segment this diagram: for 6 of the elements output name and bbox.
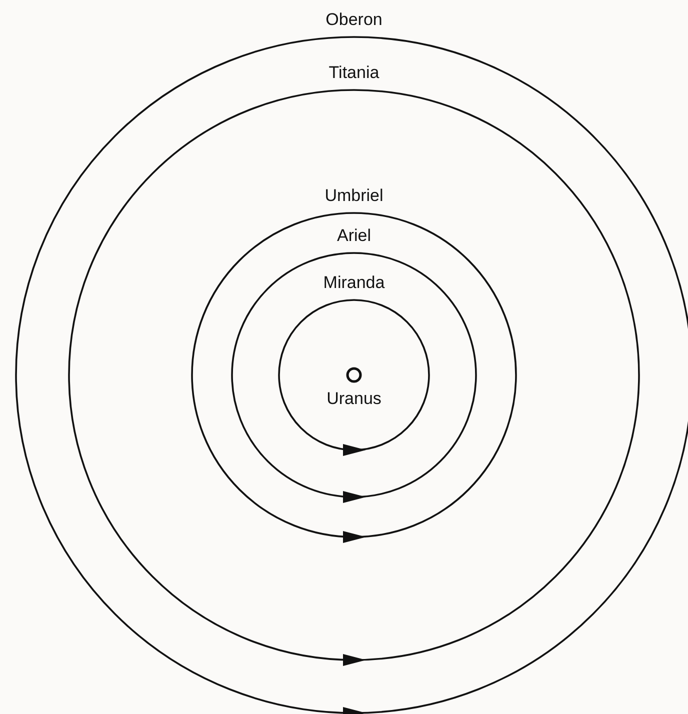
orbit-label: Umbriel: [324, 187, 384, 204]
orbit-label: Oberon: [326, 11, 382, 28]
orbit-label: Ariel: [337, 227, 371, 244]
orbit-label: Titania: [328, 64, 380, 81]
planet-label: Uranus: [326, 390, 382, 407]
orbit-label: Miranda: [323, 274, 385, 291]
